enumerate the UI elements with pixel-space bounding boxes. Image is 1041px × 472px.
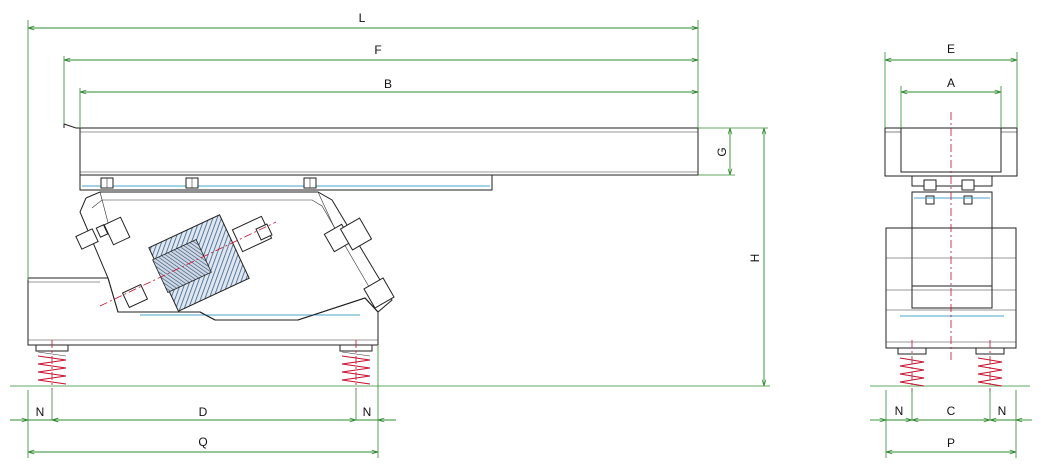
trough-bolt <box>185 177 199 189</box>
dimension-F: F <box>64 43 698 60</box>
dimension-N-left-end: N <box>870 404 912 420</box>
dimension-label-F: F <box>374 43 381 57</box>
dimension-label-N-left-end: N <box>895 404 904 418</box>
dimension-N-right: N <box>356 405 396 420</box>
dimension-P: P <box>886 436 1016 452</box>
trough-bolt <box>303 177 317 189</box>
dimension-label-H: H <box>748 254 762 263</box>
dimension-label-C: C <box>947 404 956 418</box>
bracket-bolt <box>121 283 149 309</box>
dimension-label-E: E <box>947 42 955 56</box>
dimension-label-G: G <box>715 147 729 156</box>
end-bolt <box>923 179 937 205</box>
end-spring-right <box>975 340 1005 392</box>
vibrator-motor <box>148 214 273 312</box>
bracket-bolt <box>95 216 131 246</box>
spring-right <box>339 340 373 390</box>
dimension-label-B: B <box>384 77 392 91</box>
dimension-A: A <box>901 76 1001 92</box>
dimension-label-L: L <box>359 11 366 25</box>
dimension-label-A: A <box>947 76 955 90</box>
dimension-label-N-right-end: N <box>998 404 1007 418</box>
bracket-bolt <box>339 217 373 251</box>
dimension-label-N-right: N <box>363 405 372 419</box>
dimension-label-N-left: N <box>36 405 45 419</box>
dimension-label-P: P <box>947 436 955 450</box>
end-view: E A N C N P <box>870 42 1032 458</box>
end-spring-left <box>897 340 927 392</box>
dimension-H: H <box>748 128 764 386</box>
dimension-N-right-end: N <box>990 404 1032 420</box>
dimension-B: B <box>80 77 698 92</box>
dimension-C: C <box>912 404 990 420</box>
trough-bolt <box>100 177 114 189</box>
dimension-label-Q: Q <box>198 435 207 449</box>
end-bolt <box>961 179 975 205</box>
bracket-bolt <box>363 277 395 309</box>
dimension-L: L <box>28 11 698 28</box>
side-view: L F B G H N D <box>10 11 770 458</box>
bracket-bolt <box>75 228 99 250</box>
dimension-label-D: D <box>199 405 208 419</box>
dimension-D: D <box>52 405 356 420</box>
dimension-Q: Q <box>28 435 378 452</box>
dimension-E: E <box>885 42 1017 60</box>
trough <box>63 123 699 191</box>
dimension-N-left: N <box>10 405 70 420</box>
dimension-G: G <box>715 128 730 175</box>
spring-left <box>35 340 69 390</box>
motor-axis-centerline <box>99 221 277 307</box>
